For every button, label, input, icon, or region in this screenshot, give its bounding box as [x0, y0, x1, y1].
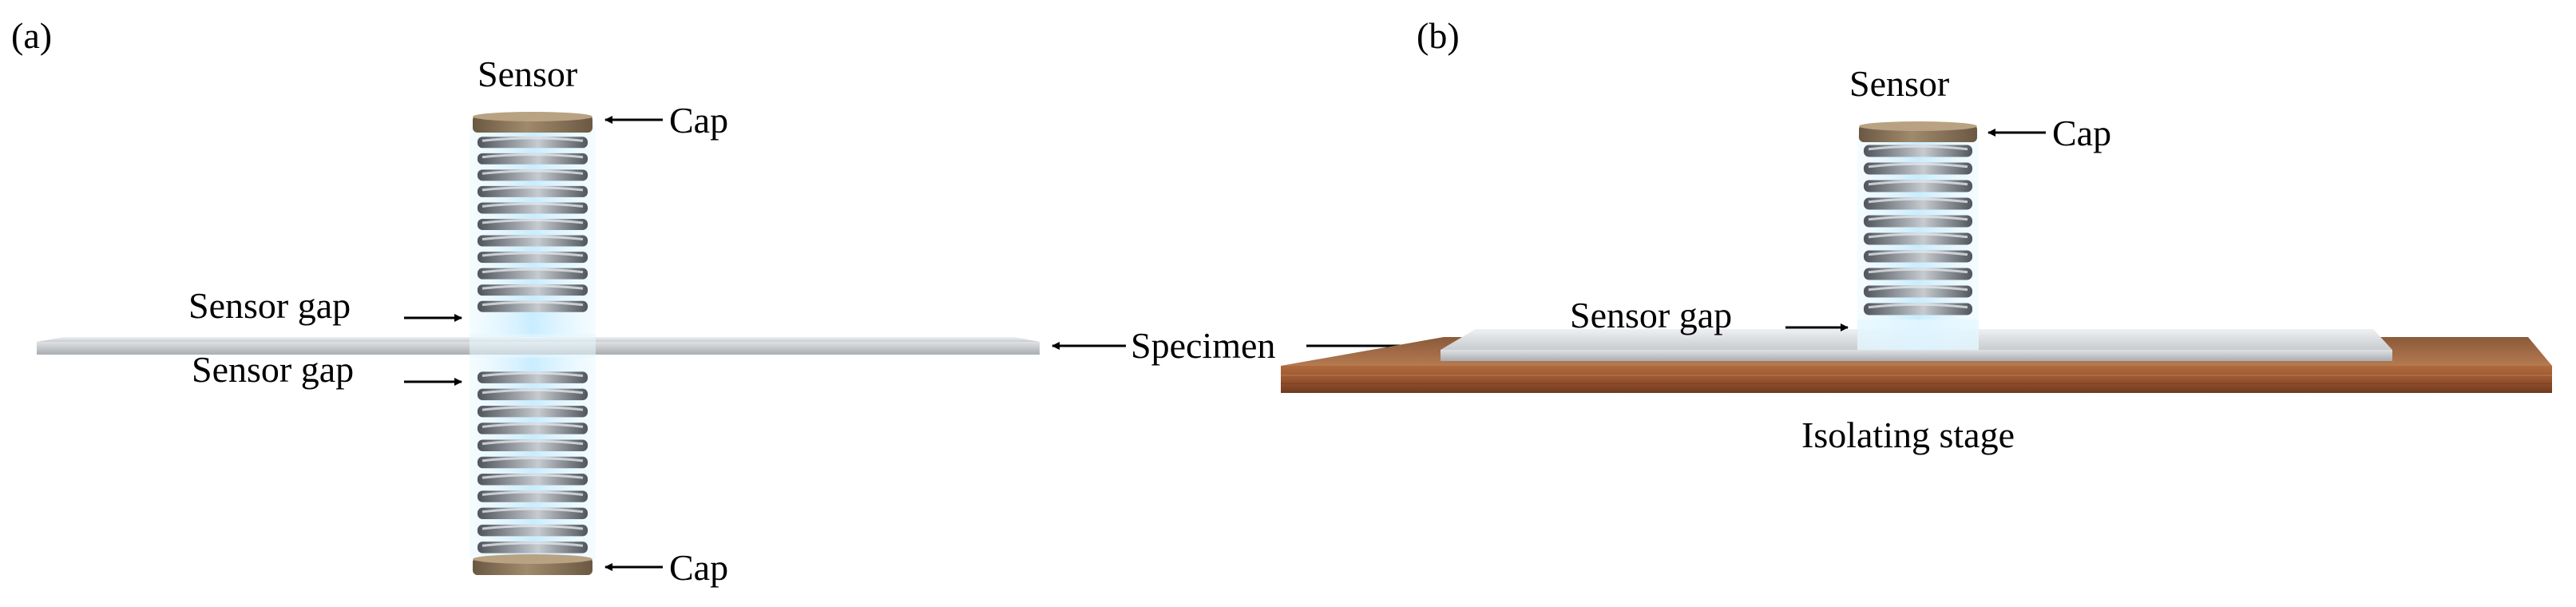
coil-highlight: [1868, 162, 1968, 169]
coil-highlight: [1868, 285, 1968, 292]
coil-highlight: [1868, 250, 1968, 256]
stage-label: Isolating stage: [1801, 415, 2015, 455]
coil-highlight: [482, 235, 584, 240]
coil-highlight: [482, 507, 584, 514]
coil-highlight: [482, 439, 584, 446]
specimen-callout: Specimen: [1052, 325, 1424, 366]
coil-highlight: [482, 542, 584, 547]
coil-highlight: [482, 371, 584, 378]
coil-highlight: [482, 137, 584, 142]
cap-b-top: [1859, 121, 1977, 142]
coil-highlight: [482, 169, 584, 175]
sensor-a-lower-coil: [478, 371, 588, 553]
panel-b-tag: (b): [1417, 15, 1460, 56]
gap-b-label: Sensor gap: [1570, 295, 1732, 335]
panel-a-tag: (a): [11, 15, 52, 56]
coil-highlight: [1868, 268, 1968, 274]
coil-highlight: [1868, 180, 1968, 186]
coil-highlight: [482, 284, 584, 290]
panel-a: (a) Sensor Cap Sensor gap Sensor: [11, 15, 1040, 588]
specimen-a-plate: [37, 334, 1040, 358]
specimen-label: Specimen: [1131, 325, 1275, 366]
sensor-a-upper-coil: [478, 137, 588, 312]
cap-a-bottom-label: Cap: [669, 547, 728, 588]
coil-highlight: [482, 300, 584, 307]
coil-highlight: [482, 525, 584, 530]
sensor-b-coil: [1864, 145, 1972, 315]
coil-highlight: [482, 406, 584, 411]
gap-a-bottom-label: Sensor gap: [192, 349, 354, 390]
coil-highlight: [482, 490, 584, 496]
cap-a-bottom: [473, 554, 592, 575]
cap-b-label: Cap: [2052, 113, 2111, 153]
coil-highlight: [1868, 303, 1968, 309]
coil-highlight: [482, 474, 584, 479]
sensor-b-gap-glow: [1857, 319, 1979, 350]
coil-highlight: [482, 268, 584, 274]
coil-highlight: [482, 202, 584, 208]
sensor-b-label: Sensor: [1849, 63, 1949, 104]
coil-highlight: [482, 153, 584, 159]
coil-highlight: [1868, 145, 1968, 151]
coil-highlight: [1868, 197, 1968, 204]
cap-a-top: [473, 112, 592, 133]
coil-highlight: [482, 186, 584, 192]
panel-b: (b) Sensor Cap Sensor gap Isolating stag…: [1281, 15, 2552, 455]
coil-highlight: [482, 388, 584, 395]
coil-highlight: [482, 252, 584, 257]
coil-highlight: [482, 219, 584, 224]
coil-highlight: [1868, 215, 1968, 221]
coil-highlight: [482, 423, 584, 428]
sensor-a-label: Sensor: [478, 54, 577, 94]
gap-a-top-label: Sensor gap: [188, 285, 351, 326]
sensor-a-glow-lower: [470, 351, 596, 559]
coil-highlight: [482, 456, 584, 462]
cap-a-top-label: Cap: [669, 100, 728, 141]
coil-highlight: [1868, 232, 1968, 239]
